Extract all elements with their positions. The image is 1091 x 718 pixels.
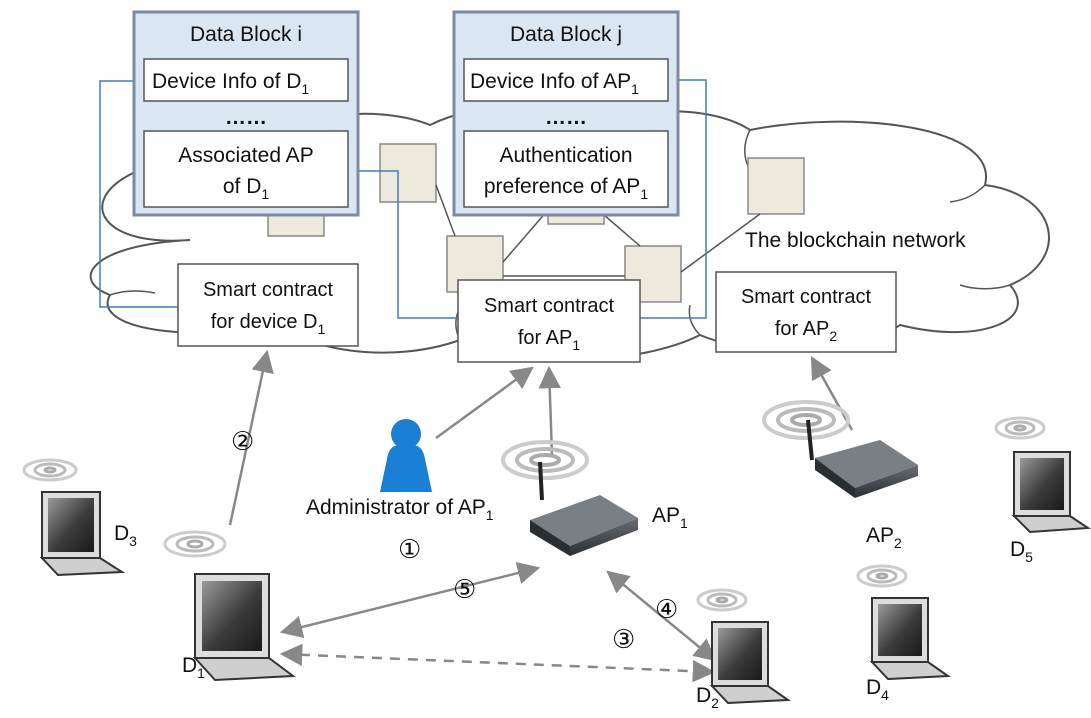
ap1-label: AP1 — [652, 504, 688, 531]
data-block-i-title: Data Block i — [190, 23, 302, 46]
device-label-d5: D5 — [1010, 538, 1033, 565]
step-2: ② — [231, 427, 254, 457]
data-block-i-device-info: Device Info of D1 — [152, 70, 309, 97]
arrow-d1-d2-dashed — [279, 643, 716, 683]
arrow-admin-to-contract — [435, 366, 534, 440]
smart-contract-d1-line2: for device D1 — [211, 311, 326, 337]
device-label-d2: D2 — [696, 684, 719, 711]
data-block-j-auth-pref-line1: Authentication — [499, 144, 632, 167]
smart-contract-ap1-line1: Smart contract — [484, 295, 614, 317]
blockchain-node — [747, 157, 805, 215]
data-block-i-associated-ap-line2: of D1 — [223, 175, 270, 202]
ap2-router-icon — [762, 400, 918, 498]
step-3: ③ — [612, 625, 635, 655]
data-block-i-associated-ap-line1: Associated AP — [178, 144, 313, 167]
step-4: ④ — [655, 595, 678, 625]
data-block-j-auth-pref-line2: preference of AP1 — [484, 175, 648, 202]
cloud-label: The blockchain network — [745, 229, 966, 252]
arrow-d1-to-contract — [228, 349, 274, 526]
laptop-d3-icon — [22, 458, 126, 577]
data-block-j-device-info: Device Info of AP1 — [470, 70, 639, 97]
data-block-j: Data Block j Device Info of AP1 …… Authe… — [452, 10, 680, 217]
laptop-d4-icon — [856, 564, 951, 681]
smart-contract-ap2-line2: for AP2 — [775, 318, 837, 344]
ap1-router-icon — [501, 440, 638, 556]
administrator-label: Administrator of AP1 — [306, 496, 494, 523]
device-label-d4: D4 — [866, 676, 889, 703]
smart-contract-ap2: Smart contract for AP2 — [715, 271, 897, 353]
smart-contract-ap2-line1: Smart contract — [741, 286, 871, 308]
device-label-d3: D3 — [114, 522, 137, 549]
arrow-ap2-to-contract — [810, 356, 854, 431]
smart-contract-ap1: Smart contract for AP1 — [457, 279, 641, 363]
smart-contract-ap1-line2: for AP1 — [518, 327, 580, 353]
blockchain-node — [379, 143, 437, 203]
administrator-icon — [380, 419, 432, 492]
ap2-label: AP2 — [866, 524, 902, 551]
smart-contract-d1-line1: Smart contract — [203, 279, 333, 301]
laptop-d2-icon — [696, 588, 791, 705]
data-block-j-ellipsis: …… — [545, 106, 587, 129]
data-block-i: Data Block i Device Info of D1 …… Associ… — [132, 10, 360, 217]
data-block-i-ellipsis: …… — [225, 106, 267, 129]
device-label-d1: D1 — [182, 654, 205, 681]
laptop-d5-icon — [994, 416, 1091, 534]
data-block-j-title: Data Block j — [510, 23, 622, 46]
peer-links — [435, 184, 761, 277]
step-5: ⑤ — [453, 575, 476, 605]
laptop-d1-icon — [163, 530, 296, 682]
association-links — [99, 79, 707, 319]
step-1: ① — [398, 535, 421, 565]
arrow-d1-ap1 — [279, 561, 541, 639]
smart-contract-d1: Smart contract for device D1 — [177, 263, 359, 347]
